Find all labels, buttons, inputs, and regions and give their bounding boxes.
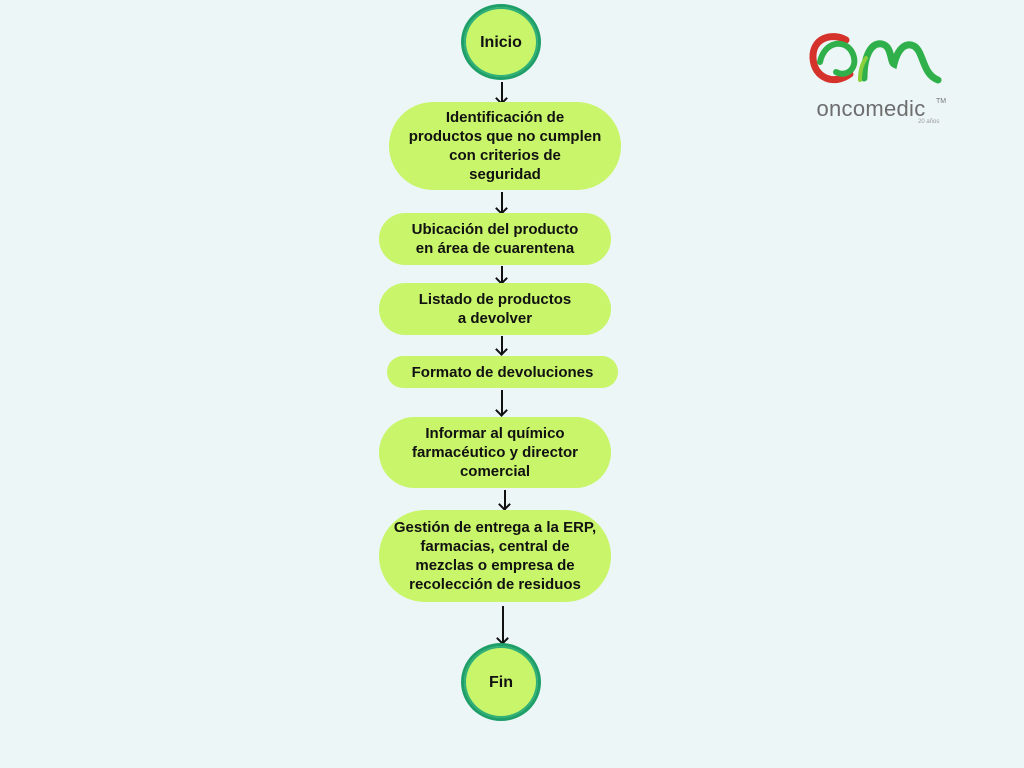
oncomedic-logo-mark [809, 33, 942, 84]
arrow-start-to-step1 [501, 82, 503, 102]
step-informar: Informar al químico farmacéutico y direc… [379, 417, 611, 488]
step-identificacion: Identificación de productos que no cumpl… [389, 102, 621, 190]
logo-trademark: TM [936, 98, 947, 105]
arrow-step3-to-step4 [501, 336, 503, 353]
arrow-step5-to-step6 [504, 490, 506, 508]
logo-tagline: 20 años [918, 119, 940, 125]
step-ubicacion: Ubicación del producto en área de cuaren… [379, 213, 611, 265]
logo-wordmark: oncomedic [816, 96, 926, 121]
arrow-step2-to-step3 [501, 266, 503, 282]
step-gestion: Gestión de entrega a la ERP, farmacias, … [379, 510, 611, 602]
end-node: Fin [461, 643, 541, 721]
step-formato: Formato de devoluciones [387, 356, 618, 388]
step-listado: Listado de productos a devolver [379, 283, 611, 335]
arrow-step6-to-end [502, 606, 504, 642]
oncomedic-logo: oncomedic TM 20 años [806, 28, 956, 128]
arrow-step4-to-step5 [501, 390, 503, 414]
arrow-step1-to-step2 [501, 192, 503, 212]
start-node: Inicio [461, 4, 541, 80]
